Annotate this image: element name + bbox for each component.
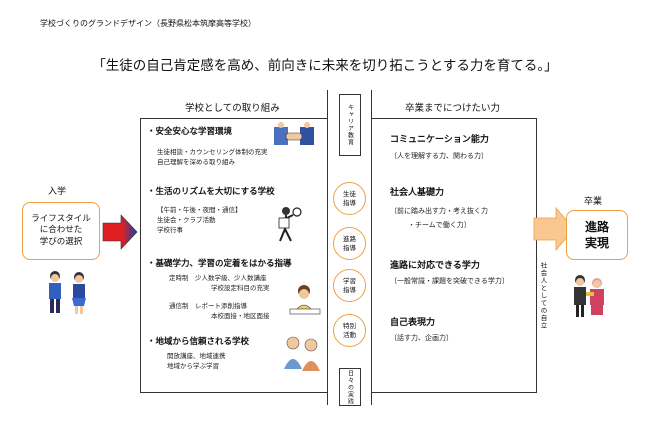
student-writing-icon: [289, 285, 321, 315]
section-item: 自己理解を深める取り組み: [157, 158, 235, 167]
skill-title: コミュニケーション能力: [390, 135, 489, 145]
section-item: 【午前・午後・夜間・通信】: [157, 206, 242, 214]
section-item: 地域から学ぶ学習: [167, 362, 219, 371]
section-title: ・基礎学力、学習の定着をはかる指導: [147, 259, 292, 269]
section-item: 定時制 少人数学級、少人数講座: [169, 274, 267, 282]
elderly-icon: [284, 336, 320, 371]
circle-career-guidance: 進路 指導: [333, 227, 366, 260]
section-item: 開放講座、地域連携: [167, 352, 226, 360]
section-item: 生徒会・クラブ活動: [157, 216, 216, 225]
circle-student-guidance: 生徒 指導: [333, 182, 366, 215]
daily-practice-label: 日々の実践: [339, 368, 361, 406]
skill-description: 〔前に踏み出す力・考え抜く力: [390, 207, 488, 215]
page-header-title: 学校づくりのグランドデザイン（長野県松本筑摩高等学校）: [40, 19, 256, 28]
skill-description: 〔人を理解する力、関わる力〕: [390, 152, 488, 160]
entry-arrow-icon: [102, 214, 138, 250]
exit-arrow-icon: [533, 206, 575, 252]
handshake-icon: [274, 122, 314, 145]
left-section-1: ・安全安心な学習環境 生徒相談・カウンセリング体制の充実 自己理解を深める取り組…: [147, 125, 327, 167]
entry-choice-box: ライフスタイル に合わせた 学びの選択: [22, 202, 100, 260]
section-item: 生徒相談・カウンセリング体制の充実: [157, 148, 268, 156]
section-title: ・地域から信頼される学校: [147, 337, 250, 347]
skill-description: 〔話す力、企画力〕: [390, 334, 453, 342]
skill-title: 進路に対応できる学力: [390, 261, 480, 271]
section-item: 学校設定科目の充実: [211, 284, 270, 293]
left-column-label: 学校としての取り組み: [185, 103, 280, 114]
career-education-label: キャリア教育: [339, 94, 361, 156]
right-section-3: 進路に対応できる学力 〔一般常識・課題を突破できる学力〕: [390, 258, 509, 286]
skill-title: 自己表現力: [390, 318, 436, 328]
right-section-4: 自己表現力 〔話す力、企画力〕: [390, 315, 453, 343]
school-slogan: 「生徒の自己肯定感を高め、前向きに未来を切り拓こうとする力を育てる。」: [92, 58, 558, 74]
circle-special-activities: 特別 活動: [333, 314, 366, 347]
section-title: ・安全安心な学習環境: [147, 127, 233, 137]
tennis-icon: [278, 207, 302, 242]
right-section-2: 社会人基礎力 〔前に踏み出す力・考え抜く力 ・チームで働く力〕: [390, 185, 488, 230]
left-section-4: ・地域から信頼される学校 開放講座、地域連携 地域から学ぶ学習: [147, 335, 327, 371]
section-item: 通信制 レポート添削指導: [169, 302, 247, 311]
left-section-2: ・生活のリズムを大切にする学校 【午前・午後・夜間・通信】 生徒会・クラブ活動 …: [147, 185, 327, 235]
section-item: 本校面接・地区面接: [211, 312, 270, 321]
skill-description: 〔一般常識・課題を突破できる学力〕: [390, 277, 509, 285]
skill-title: 社会人基礎力: [390, 188, 445, 198]
exit-side-note: 社会人としての自立: [539, 262, 547, 330]
entry-label: 入学: [48, 187, 67, 197]
section-item: 学校行事: [157, 226, 183, 235]
circle-learning-guidance: 学習 指導: [333, 269, 366, 302]
left-section-3: ・基礎学力、学習の定着をはかる指導 定時制 少人数学級、少人数講座 学校設定科目…: [147, 257, 327, 321]
section-title: ・生活のリズムを大切にする学校: [147, 187, 275, 197]
skill-description-2: ・チームで働く力〕: [408, 221, 471, 229]
students-icon: [49, 271, 86, 314]
right-column-label: 卒業までにつけたい力: [405, 103, 501, 114]
right-section-1: コミュニケーション能力 〔人を理解する力、関わる力〕: [390, 132, 489, 161]
exit-goal-box: 進路 実現: [566, 210, 628, 260]
graduates-icon: [574, 275, 604, 317]
exit-label: 卒業: [584, 197, 603, 207]
